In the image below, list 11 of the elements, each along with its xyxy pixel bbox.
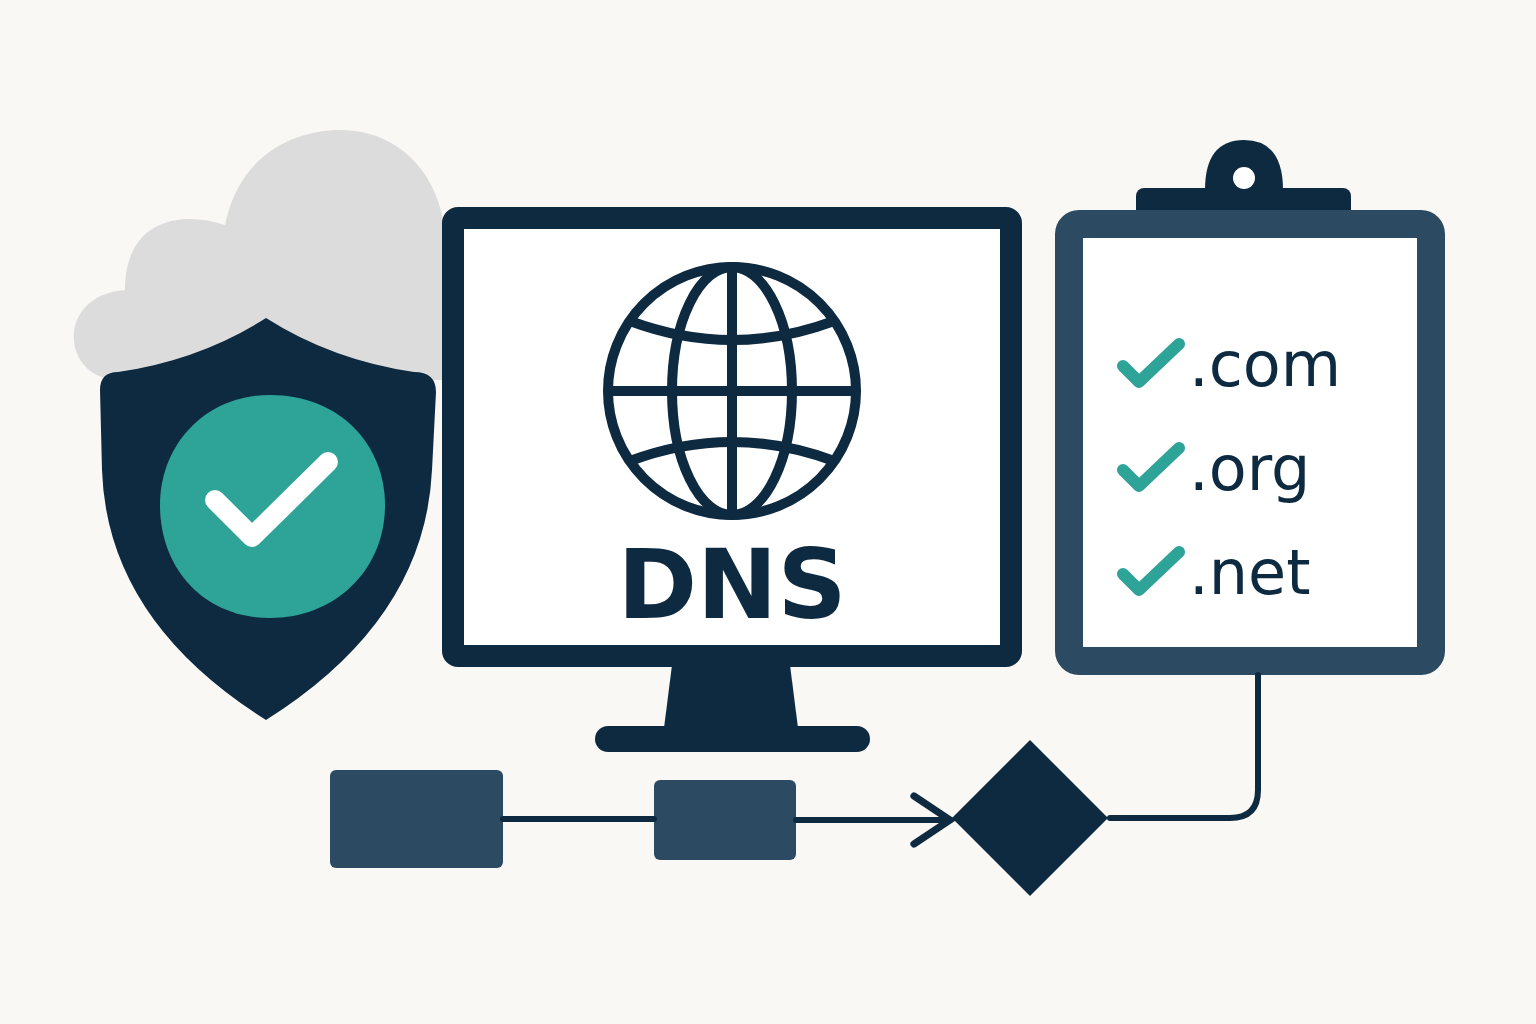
process-box — [330, 770, 503, 868]
clipboard-board — [1055, 210, 1445, 675]
monitor-screen — [442, 207, 1022, 667]
connector-line — [1107, 672, 1261, 821]
domain-label: .net — [1189, 536, 1311, 609]
connector-line — [500, 816, 657, 822]
screen-title: DNS — [616, 529, 848, 641]
arrow — [793, 792, 954, 848]
process-box — [654, 780, 796, 860]
domain-label: .com — [1189, 328, 1342, 401]
domain-label: .org — [1189, 432, 1311, 505]
